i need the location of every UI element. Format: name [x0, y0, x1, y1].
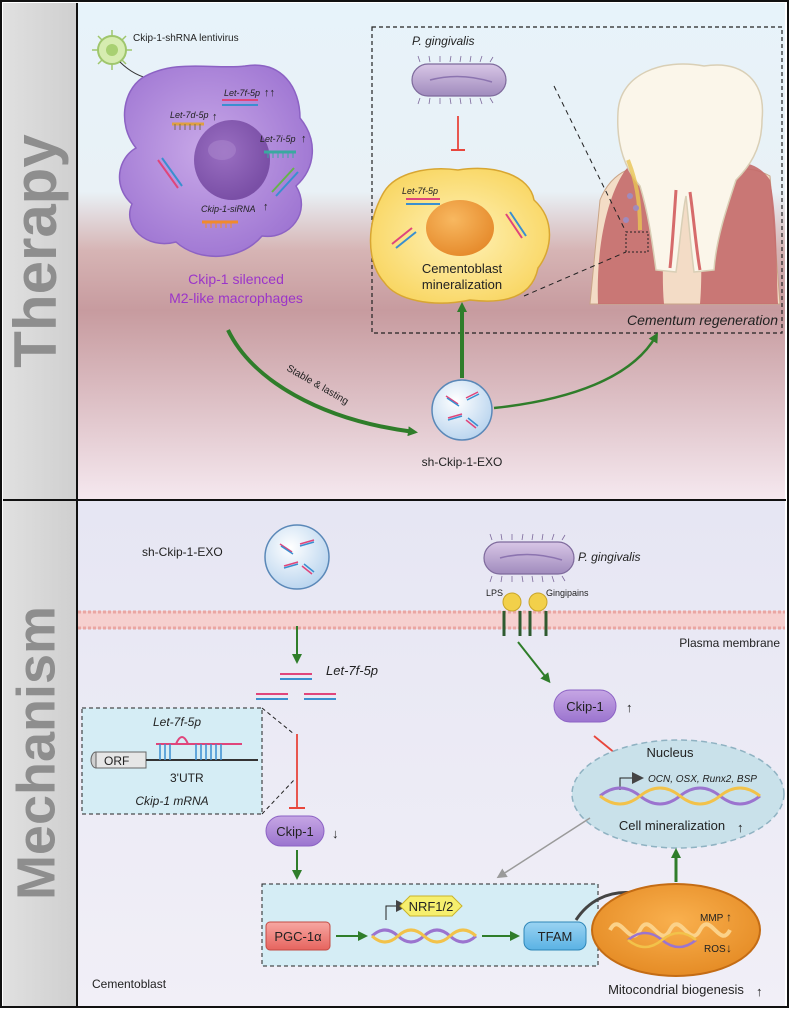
pgc-label: PGC-1α	[274, 929, 322, 944]
let7f-duplexes	[256, 673, 336, 700]
pg-label-mech: P. gingivalis	[578, 550, 640, 564]
tfam-label: TFAM	[538, 929, 573, 944]
therapy-label: Therapy	[2, 134, 69, 368]
let7f-inhibits-ckip1	[289, 734, 305, 809]
gingipains-label: Gingipains	[546, 588, 589, 598]
exo-to-cementum-arrow	[493, 332, 658, 410]
mirna-glyph-let7i	[264, 150, 296, 158]
plasma-membrane	[78, 610, 785, 630]
inset-mirna-label: Let-7f-5p	[153, 715, 201, 729]
cementoblast-cell	[369, 167, 551, 304]
ckip1-left-arrow: ↓	[332, 826, 339, 841]
mechanism-label: Mechanism	[6, 606, 66, 900]
mirna-let7d-label: Let-7d-5p	[170, 110, 209, 120]
cementoblast-label-line1: Cementoblast	[422, 261, 503, 276]
mirna-let7i-label: Let-7i-5p	[260, 134, 296, 144]
nrf-box	[399, 895, 463, 917]
mechanism-sidebar	[3, 501, 77, 1006]
exo-label-therapy: sh-Ckip-1-EXO	[422, 455, 503, 469]
cell-min-arrow: ↑	[737, 820, 744, 835]
mirna-glyph-let7d	[172, 122, 204, 130]
mirna-let7i-arrow: ↑	[301, 133, 307, 145]
dna-helix-nucleus	[599, 786, 761, 806]
macrophage-to-exo-arrow	[226, 329, 418, 437]
ckip1-right-arrow: ↑	[626, 700, 633, 715]
macrophage-extra-rnas	[157, 157, 299, 197]
ckip1-right-pill	[553, 689, 617, 723]
ckip1-left-pill	[265, 815, 325, 847]
mrna-inset	[81, 707, 263, 815]
mmp-arrow: ↑	[726, 910, 732, 924]
utr-label: 3'UTR	[170, 771, 204, 785]
lps-label: LPS	[486, 588, 503, 598]
mirna-let7f-label: Let-7f-5p	[224, 88, 260, 98]
cementoblast-label-line2: mineralization	[422, 277, 502, 292]
receptors	[502, 592, 548, 636]
dna-helix-pathway	[370, 928, 478, 944]
mmp-label: MMP	[700, 913, 724, 924]
therapy-sidebar	[3, 3, 78, 499]
cell-min-label: Cell mineralization	[619, 818, 725, 833]
ros-label: ROS	[704, 944, 726, 955]
pg-bacterium-therapy	[411, 55, 507, 105]
sirna-arrow: ↑	[263, 201, 269, 213]
cementoblast-mirna-label: Let-7f-5p	[402, 186, 438, 196]
cementoblast-nucleus	[426, 200, 494, 256]
plasma-membrane-label: Plasma membrane	[679, 636, 780, 650]
cementum-regeneration-label: Cementum regeneration	[627, 312, 778, 328]
macrophage-nucleus	[194, 120, 270, 200]
nrf-label: NRF1/2	[409, 899, 454, 914]
mirna-let7f-arrows: ↑↑	[264, 87, 275, 99]
pg-cementoblast-box	[371, 26, 783, 334]
mitochondrion	[591, 883, 761, 977]
mito-biogenesis-label: Mitocondrial biogenesis	[608, 982, 744, 997]
zoom-line-top	[553, 85, 627, 233]
ckip1-mrna-label: Ckip-1 mRNA	[135, 794, 208, 808]
exosome-mech	[264, 524, 330, 590]
tooth-zoom-box	[625, 231, 649, 253]
lentivirus-label: Ckip-1-shRNA lentivirus	[133, 33, 239, 44]
exo-label-mech: sh-Ckip-1-EXO	[142, 545, 223, 559]
genes-label: OCN, OSX, Runx2, BSP	[648, 774, 757, 785]
sirna-glyph	[202, 220, 238, 228]
mirna-glyph-let7f	[222, 99, 258, 106]
receptor-to-ckip1-arrow	[517, 641, 551, 684]
pg-bacterium-mech	[483, 533, 575, 583]
zoom-line-bottom	[523, 251, 627, 297]
nucleus-to-pathway-arrow	[496, 817, 591, 879]
pg-label-therapy: P. gingivalis	[412, 34, 474, 48]
pg-inhibition-therapy	[451, 116, 465, 151]
tooth-illustration	[589, 63, 781, 305]
ckip1-left-label: Ckip-1	[276, 824, 314, 839]
lentivirus-icon	[92, 30, 132, 70]
mirna-let7d-arrow: ↑	[212, 111, 218, 123]
ckip1-right-label: Ckip-1	[566, 699, 604, 714]
nucleus-label: Nucleus	[647, 745, 694, 760]
sirna-label: Ckip-1-siRNA	[201, 204, 256, 214]
therapy-panel: Therapy Ckip-1-shRNA lentivirus	[2, 3, 786, 1006]
macrophage-cell	[118, 64, 313, 258]
let7f-label-mech: Let-7f-5p	[326, 663, 378, 678]
tfam-box	[523, 921, 587, 951]
mechanism-panel: Mechanism Plasma membrane sh-Ckip-1-EXO	[3, 501, 785, 1006]
macrophage-label-line2: M2-like macrophages	[169, 290, 303, 306]
exosome-therapy	[431, 379, 493, 441]
mito-biogenesis-arrow: ↑	[756, 984, 763, 999]
cementoblast-label-mech: Cementoblast	[92, 977, 167, 991]
orf-label: ORF	[104, 754, 129, 768]
pgc-box	[265, 921, 331, 951]
macrophage-label-line1: Ckip-1 silenced	[188, 271, 284, 287]
ros-arrow: ↓	[726, 941, 732, 955]
